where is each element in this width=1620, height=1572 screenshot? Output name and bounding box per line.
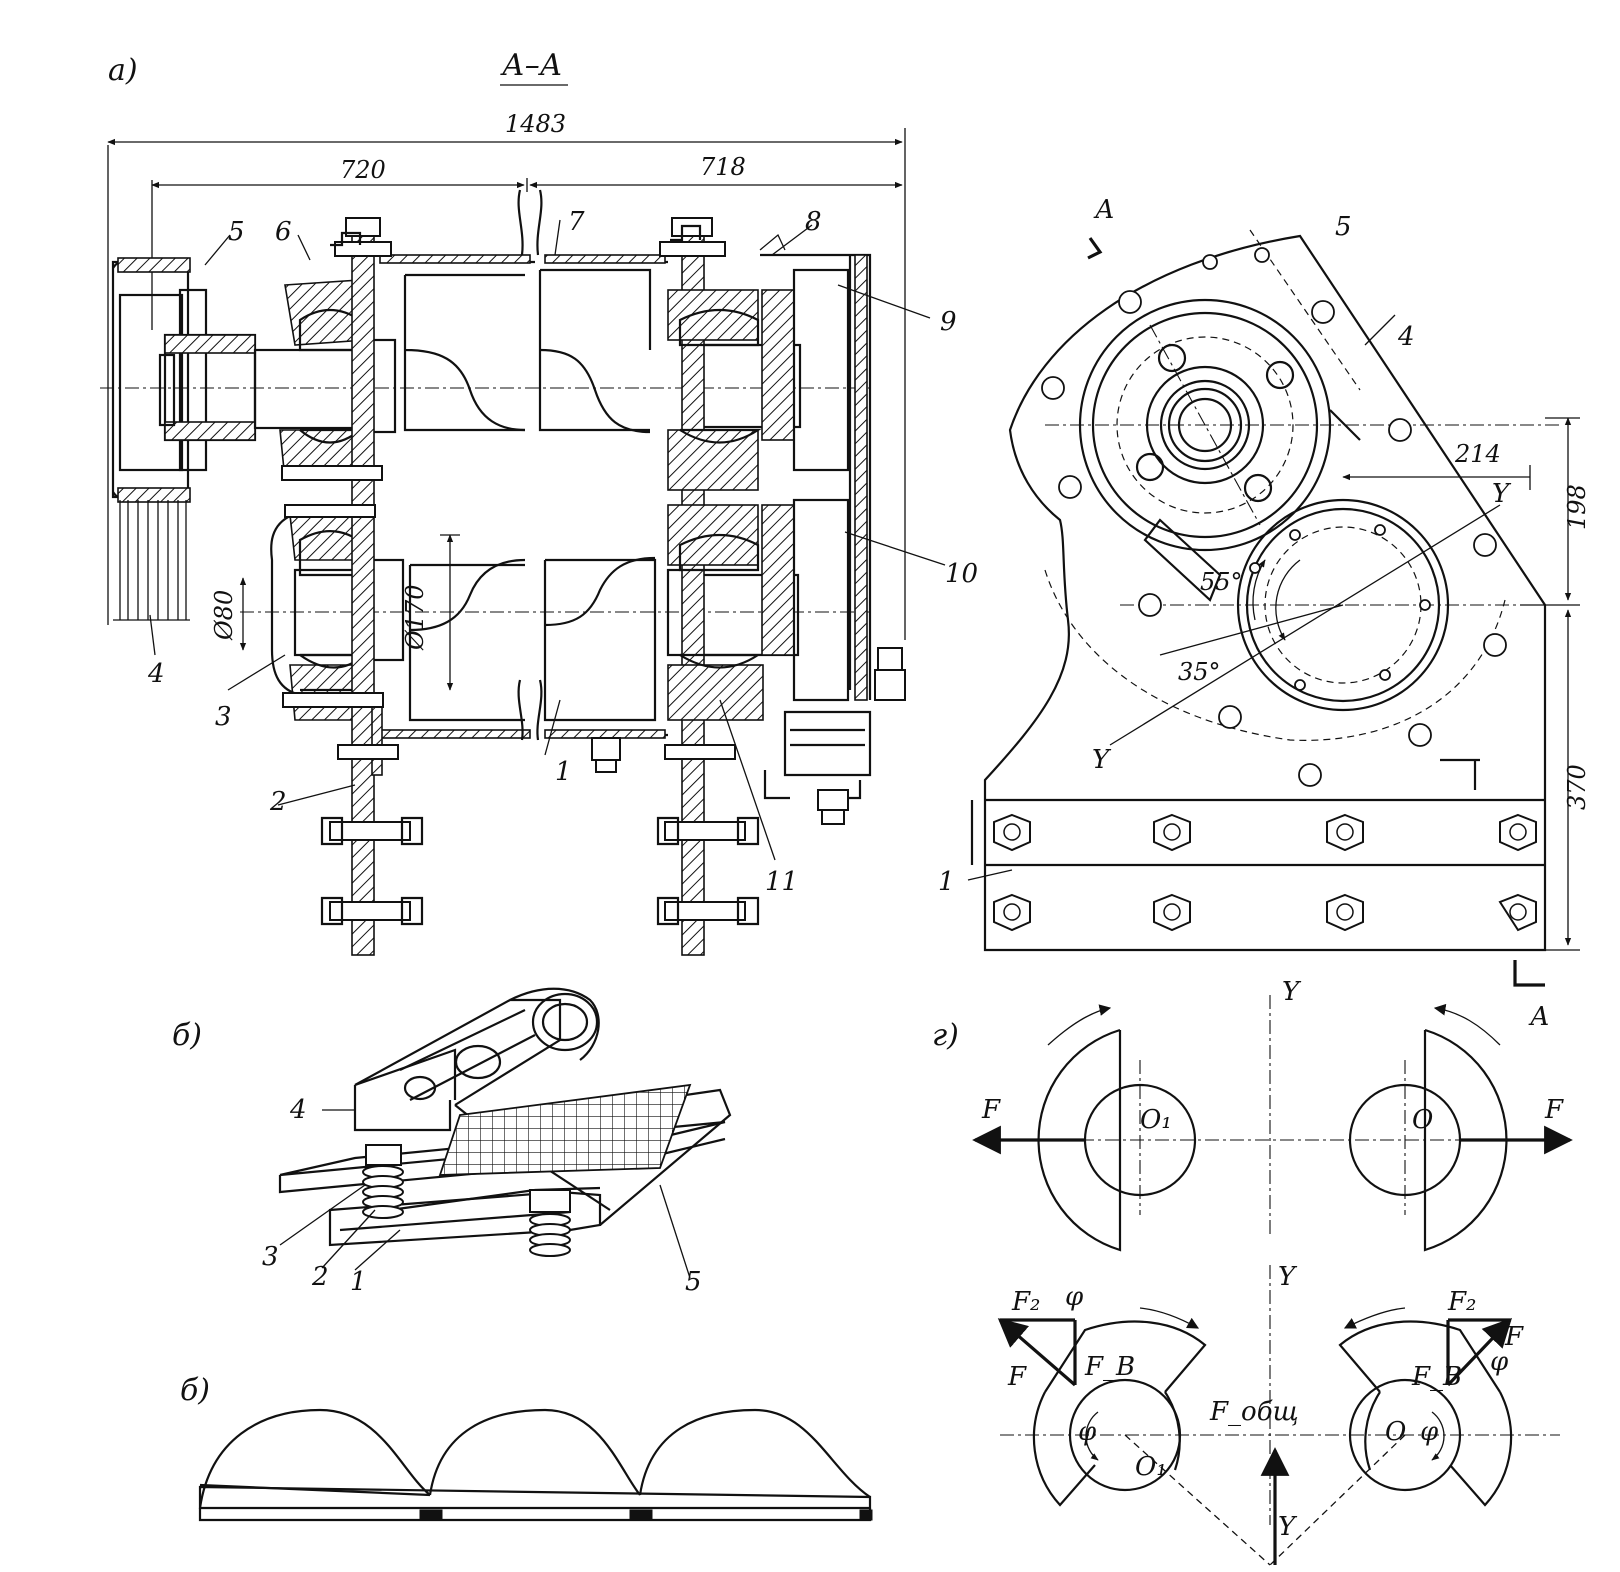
dim-phi170: Ø170 bbox=[401, 585, 429, 651]
callout-9: 9 bbox=[940, 307, 957, 337]
force-top-y: Y bbox=[1282, 977, 1302, 1007]
callout-5: 5 bbox=[228, 217, 245, 247]
force-diagram-bottom bbox=[997, 1265, 1560, 1566]
isometric-view bbox=[278, 987, 732, 1279]
dim-720: 720 bbox=[340, 156, 386, 184]
section-view bbox=[100, 128, 946, 956]
force-top-f-right: F bbox=[1544, 1095, 1564, 1125]
callout-4: 4 bbox=[147, 659, 165, 689]
force-top-f-left: F bbox=[981, 1095, 1001, 1125]
fv-left: F_В bbox=[1084, 1352, 1135, 1382]
panel-label-v: б) bbox=[180, 1373, 210, 1408]
callout-6: 6 bbox=[275, 217, 292, 247]
angle-55: 55° bbox=[1200, 568, 1243, 596]
angle-35: 35° bbox=[1178, 658, 1221, 686]
panel-label-a: а) bbox=[108, 53, 138, 88]
side-view bbox=[967, 229, 1580, 987]
iso-callout-1: 1 bbox=[350, 1267, 367, 1297]
callout-1: 1 bbox=[555, 757, 572, 787]
section-mark-top: А bbox=[1093, 195, 1115, 225]
force-top-o1: O₁ bbox=[1140, 1105, 1172, 1135]
callout-8: 8 bbox=[805, 207, 822, 237]
iso-callout-4: 4 bbox=[289, 1095, 307, 1125]
f-left: F bbox=[1007, 1362, 1027, 1392]
side-callout-1: 1 bbox=[938, 867, 955, 897]
force-bottom-o: O bbox=[1385, 1417, 1406, 1447]
phi-right: φ bbox=[1490, 1347, 1509, 1377]
side-callout-4: 4 bbox=[1397, 322, 1415, 352]
panel-label-b: б) bbox=[172, 1018, 202, 1053]
dim-total: 1483 bbox=[505, 110, 566, 138]
f-total: F_общ bbox=[1209, 1397, 1299, 1427]
panel-label-g: г) bbox=[932, 1018, 959, 1053]
force-bottom-o1: O₁ bbox=[1135, 1452, 1167, 1482]
force-bottom-y-top: Y bbox=[1278, 1262, 1298, 1292]
callout-10: 10 bbox=[945, 559, 978, 589]
dim-214: 214 bbox=[1454, 440, 1501, 468]
callout-3: 3 bbox=[215, 702, 232, 732]
f2-left: F₂ bbox=[1011, 1287, 1040, 1317]
fv-right: F_В bbox=[1411, 1362, 1462, 1392]
axis-y-upper: Y bbox=[1492, 479, 1512, 509]
side-callout-5: 5 bbox=[1335, 212, 1352, 242]
labels: а) А–А 1483 720 718 Ø80 Ø170 5 6 4 3 2 1… bbox=[108, 48, 1591, 1542]
callout-11: 11 bbox=[765, 867, 798, 897]
iso-callout-5: 5 bbox=[685, 1267, 702, 1297]
f-right: F bbox=[1504, 1322, 1524, 1352]
axis-y-lower: Y bbox=[1092, 745, 1112, 775]
phi-right-center: φ bbox=[1420, 1417, 1439, 1447]
force-bottom-y-bottom: Y bbox=[1278, 1512, 1298, 1542]
dim-phi80: Ø80 bbox=[210, 590, 238, 641]
callout-7: 7 bbox=[568, 207, 585, 237]
f2-right: F₂ bbox=[1447, 1287, 1476, 1317]
section-title: А–А bbox=[500, 48, 562, 83]
callout-2: 2 bbox=[269, 787, 287, 817]
dim-198: 198 bbox=[1563, 484, 1591, 530]
section-mark-bottom: А bbox=[1528, 1002, 1550, 1032]
waveform-view bbox=[198, 1408, 873, 1522]
iso-callout-2: 2 bbox=[311, 1262, 329, 1292]
dim-718: 718 bbox=[700, 153, 746, 181]
phi-left: φ bbox=[1065, 1282, 1084, 1312]
dim-370: 370 bbox=[1563, 764, 1591, 810]
iso-callout-3: 3 bbox=[262, 1242, 279, 1272]
force-top-o: O bbox=[1412, 1105, 1433, 1135]
phi-left-center: φ bbox=[1078, 1417, 1097, 1447]
force-diagram-top bbox=[972, 995, 1573, 1252]
